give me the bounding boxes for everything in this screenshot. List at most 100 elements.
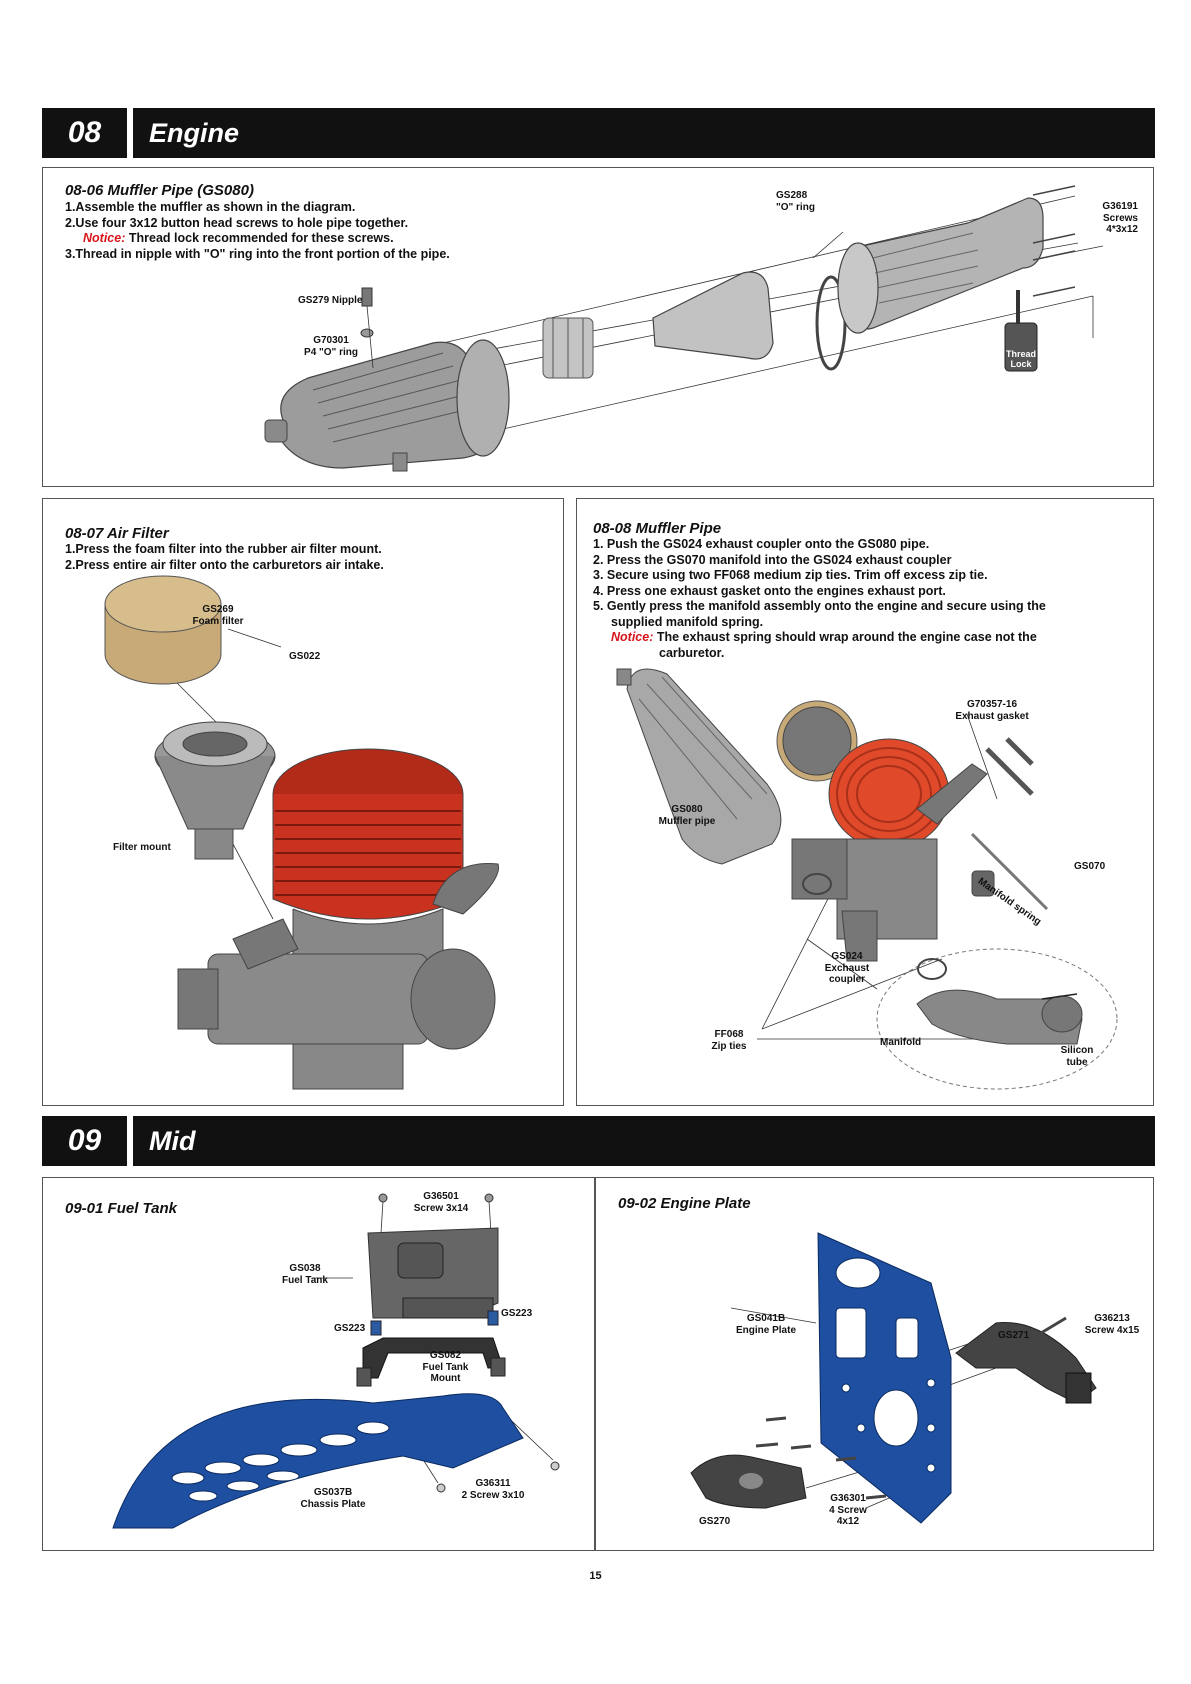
- notice-line: Notice: Thread lock recommended for thes…: [65, 231, 450, 247]
- muffler-exploded-diagram: [264, 185, 1104, 472]
- air-filter-diagram: [104, 575, 500, 1090]
- part-code: GS041B: [746, 1313, 786, 1324]
- panel-engine-plate: 09-02 Engine Plate GS041B Engine Plate G…: [595, 1177, 1154, 1551]
- part-code: GS024: [831, 951, 863, 962]
- part-code: GS037B: [313, 1487, 353, 1498]
- label-gs024: GS024 Exchaust coupler: [817, 951, 877, 986]
- label-gs041b: GS041B Engine Plate: [726, 1313, 806, 1336]
- label-g70301: G70301 P4 "O" ring: [301, 335, 361, 358]
- part-code: GS038: [289, 1263, 321, 1274]
- fuel-tank-diagram: [112, 1193, 560, 1529]
- engine-plate-diagram: [690, 1232, 1097, 1524]
- part-name: Fuel Tank: [422, 1361, 469, 1373]
- section-title: Engine: [133, 108, 1155, 158]
- part-name: Screw 3x14: [413, 1202, 469, 1214]
- label-g36301: G36301 4 Screw 4x12: [818, 1493, 878, 1528]
- part-code: G36301: [830, 1493, 866, 1504]
- label-manifold: Manifold: [880, 1037, 922, 1048]
- label-gs269: GS269 Foam filter: [183, 604, 253, 627]
- label-silicon-tube: Silicon tube: [1052, 1045, 1102, 1068]
- part-size: 4*3x12: [1106, 224, 1138, 235]
- part-name: 2 Screw 3x10: [461, 1489, 525, 1501]
- part-name: Fuel Tank: [282, 1274, 328, 1286]
- label-gs080: GS080 Muffler pipe: [647, 804, 727, 827]
- notice-text: The exhaust spring should wrap around th…: [656, 630, 1037, 644]
- part-name: Screw 4x15: [1084, 1324, 1140, 1336]
- threadlock-text: Lock: [1010, 359, 1032, 369]
- instruction-step: 2. Press the GS070 manifold into the GS0…: [593, 552, 952, 567]
- label-gs038: GS038 Fuel Tank: [275, 1263, 335, 1286]
- part-code: GS082: [429, 1350, 462, 1361]
- instruction-step: 1.Assemble the muffler as shown in the d…: [65, 200, 356, 214]
- part-name: Mount: [430, 1373, 461, 1384]
- section-title-09-02: 09-02 Engine Plate: [618, 1195, 751, 1212]
- panel-air-filter: 08-07 Air Filter 1.Press the foam filter…: [42, 498, 564, 1106]
- part-name: Chassis Plate: [300, 1498, 366, 1510]
- part-name: Zip ties: [711, 1040, 747, 1052]
- part-code: GS080: [671, 804, 703, 815]
- part-name: Muffler pipe: [658, 815, 716, 827]
- part-name: P4 "O" ring: [304, 346, 358, 358]
- label-gs223-right: GS223: [501, 1308, 533, 1319]
- part-code: G36191: [1102, 201, 1138, 212]
- label-gs037b: GS037B Chassis Plate: [293, 1487, 373, 1510]
- label-gs279: GS279 Nipple: [298, 295, 363, 306]
- part-code: G70301: [313, 335, 349, 346]
- part-code: FF068: [714, 1029, 744, 1040]
- instruction-step-cont: supplied manifold spring.: [611, 614, 764, 629]
- section-number: 09: [42, 1116, 127, 1166]
- label-gs288: GS288 "O" ring: [776, 190, 815, 213]
- part-code: GS288: [776, 190, 808, 201]
- instruction-step: 1.Press the foam filter into the rubber …: [65, 542, 382, 556]
- part-name: Foam filter: [192, 615, 244, 627]
- part-name: Silicon: [1060, 1045, 1094, 1056]
- section-title-08-06: 08-06 Muffler Pipe (GS080): [65, 182, 254, 199]
- label-gs223-left: GS223: [334, 1323, 366, 1334]
- part-name: Screws: [1102, 212, 1138, 224]
- part-code: G70357-16: [966, 699, 1018, 710]
- part-name: Exchaust: [824, 962, 870, 974]
- instructions-08-08: 1. Push the GS024 exhaust coupler onto t…: [593, 537, 1046, 661]
- label-filter-mount: Filter mount: [113, 842, 171, 853]
- instruction-step: 4. Press one exhaust gasket onto the eng…: [593, 583, 946, 598]
- muffler-manifold-diagram: [616, 668, 1118, 1090]
- label-gs271: GS271: [998, 1330, 1030, 1341]
- label-gs270: GS270: [699, 1516, 731, 1527]
- panel-muffler-pipe-gs080: 08-06 Muffler Pipe (GS080) 1.Assemble th…: [42, 167, 1154, 487]
- part-name: 4 Screw: [829, 1504, 867, 1516]
- part-name: Engine Plate: [735, 1324, 796, 1336]
- notice-text: Thread lock recommended for these screws…: [128, 231, 394, 245]
- section-title-08-07: 08-07 Air Filter: [65, 525, 169, 542]
- label-g36191: G36191 Screws 4*3x12: [1078, 201, 1138, 236]
- instruction-step: 2.Use four 3x12 button head screws to ho…: [65, 215, 409, 230]
- instructions-08-07: 1.Press the foam filter into the rubber …: [65, 542, 384, 573]
- label-gs022: GS022: [289, 651, 321, 662]
- label-ff068: FF068 Zip ties: [699, 1029, 759, 1052]
- instructions-08-06: 1.Assemble the muffler as shown in the d…: [65, 200, 450, 262]
- part-code: G36213: [1094, 1313, 1130, 1324]
- part-name: Exhaust gasket: [955, 710, 1029, 722]
- notice-cont: carburetor.: [659, 645, 725, 660]
- section-title-08-08: 08-08 Muffler Pipe: [593, 520, 722, 537]
- threadlock-text: Thread: [1005, 349, 1036, 359]
- label-gs070: GS070: [1074, 861, 1106, 872]
- label-g70357-16: G70357-16 Exhaust gasket: [942, 699, 1042, 722]
- page-number: 15: [589, 1570, 602, 1582]
- instruction-step: 2.Press entire air filter onto the carbu…: [65, 557, 384, 572]
- part-name: "O" ring: [776, 201, 815, 213]
- label-g36213: G36213 Screw 4x15: [1078, 1313, 1146, 1336]
- part-name: tube: [1066, 1056, 1088, 1068]
- notice-label: Notice:: [611, 630, 654, 644]
- panel-muffler-pipe: 08-08 Muffler Pipe 1. Push the GS024 exh…: [576, 498, 1154, 1106]
- thread-lock-icon: Thread Lock: [1005, 349, 1037, 369]
- section-number: 08: [42, 108, 127, 158]
- part-code: G36311: [475, 1478, 511, 1489]
- section-title: Mid: [133, 1116, 1155, 1166]
- section-header-08: 08 Engine: [42, 108, 1155, 158]
- panel-fuel-tank: 09-01 Fuel Tank G36501 Screw 3x14 GS038 …: [42, 1177, 595, 1551]
- notice-line: Notice: The exhaust spring should wrap a…: [593, 630, 1046, 646]
- part-code: G36501: [423, 1191, 459, 1202]
- label-g36311: G36311 2 Screw 3x10: [453, 1478, 533, 1501]
- instruction-step: 1. Push the GS024 exhaust coupler onto t…: [593, 537, 930, 551]
- instruction-step: 3. Secure using two FF068 medium zip tie…: [593, 568, 988, 582]
